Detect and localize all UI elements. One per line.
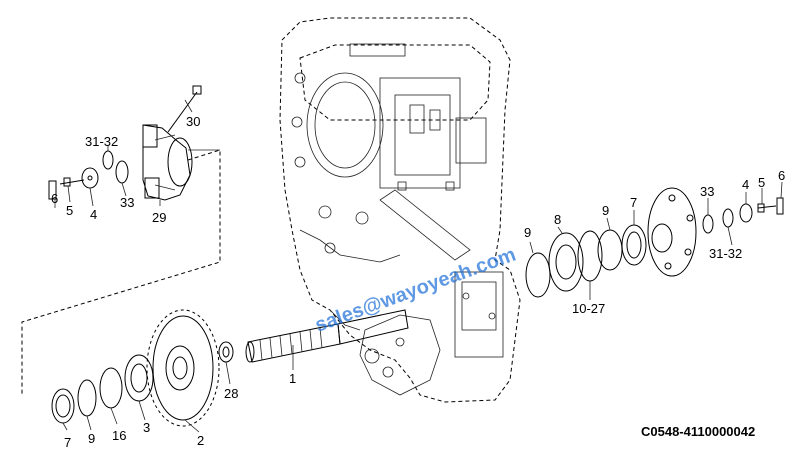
callout-29: 29 xyxy=(152,210,166,225)
bolt-5-left xyxy=(59,177,85,187)
callout-3: 3 xyxy=(143,420,150,435)
callout-28: 28 xyxy=(224,386,238,401)
seal-7-left xyxy=(51,388,75,424)
callout-6-right: 6 xyxy=(778,168,785,183)
callout-1: 1 xyxy=(289,371,296,386)
yoke-flange-29 xyxy=(142,124,193,201)
callout-10-27: 10-27 xyxy=(572,301,605,316)
callout-6-left: 6 xyxy=(51,191,58,206)
lock-plate-6-right xyxy=(776,197,784,215)
callout-5-left: 5 xyxy=(66,203,73,218)
callout-7-right: 7 xyxy=(630,195,637,210)
o-ring-31-32-right xyxy=(722,208,734,228)
gear-2 xyxy=(146,309,220,427)
bearing-8 xyxy=(548,232,584,292)
lock-plate-6-left xyxy=(48,180,57,200)
callout-9-left: 9 xyxy=(88,431,95,446)
watermark: sales@wayoyeah.com xyxy=(312,244,519,337)
nut-28 xyxy=(218,341,234,363)
callout-8: 8 xyxy=(554,212,561,227)
output-shaft-1 xyxy=(245,309,409,363)
callout-9-right: 9 xyxy=(602,203,609,218)
washer-4-left xyxy=(81,167,99,189)
seal-33-right xyxy=(702,214,714,234)
callout-labels: 30 31-32 6 5 4 33 29 7 9 16 3 2 28 1 9 8… xyxy=(51,114,785,450)
callout-33-right: 33 xyxy=(700,184,714,199)
callout-2: 2 xyxy=(197,433,204,448)
callout-30: 30 xyxy=(186,114,200,129)
callout-31-32-right: 31-32 xyxy=(709,246,742,261)
o-ring-31-32-left xyxy=(102,150,114,170)
seal-33-left xyxy=(115,160,129,184)
callout-7-left: 7 xyxy=(64,435,71,450)
snap-ring-9-left-of-bearing xyxy=(525,252,551,298)
callout-4-left: 4 xyxy=(90,207,97,222)
ring-16 xyxy=(99,367,123,409)
callout-31-32-left: 31-32 xyxy=(85,134,118,149)
callout-9-mid: 9 xyxy=(524,225,531,240)
bolt-5-right xyxy=(757,203,777,213)
callout-33-left: 33 xyxy=(120,195,134,210)
drawing-code: C0548-4110000042 xyxy=(641,424,755,439)
bolt-30 xyxy=(167,85,202,133)
callout-5-right: 5 xyxy=(758,175,765,190)
flange-right xyxy=(647,187,697,277)
leader-lines xyxy=(54,99,783,433)
callout-16: 16 xyxy=(112,428,126,443)
washer-4-right xyxy=(739,203,753,223)
callout-4-right: 4 xyxy=(742,177,749,192)
seal-7-right xyxy=(621,224,647,266)
transmission-housing xyxy=(279,17,521,403)
snap-ring-9-left xyxy=(77,379,97,417)
bearing-3 xyxy=(124,354,154,402)
